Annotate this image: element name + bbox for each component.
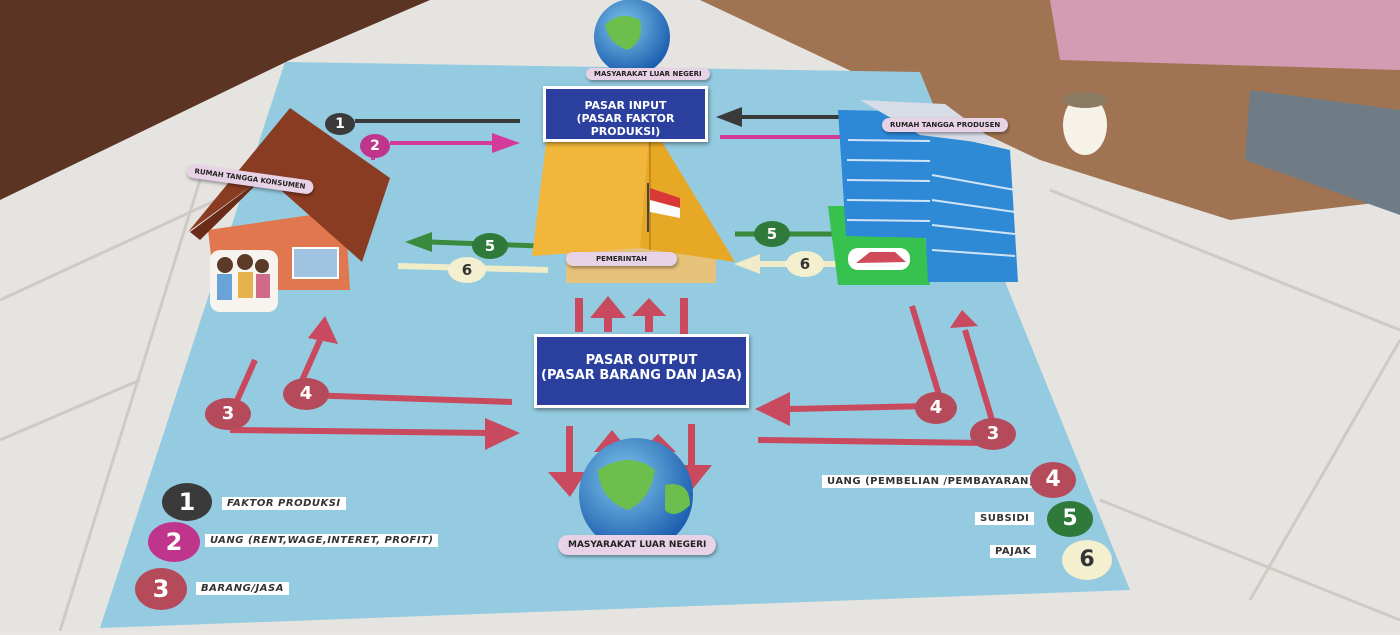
legend-circle-1: 1 [162,483,212,521]
flow-circle-2: 2 [360,134,390,158]
legend-text-3: BARANG/JASA [196,582,289,595]
flow-circle-5-right: 5 [754,221,790,247]
legend-circle-6: 6 [1062,540,1112,580]
masyarakat-luar-negeri-bottom-label: MASYARAKAT LUAR NEGERI [558,535,717,555]
flow-circle-6-left: 6 [448,257,486,283]
producer-buildings-model [828,100,1018,285]
pasar-input-title: PASAR INPUT [584,99,667,112]
flow-circle-6-right: 6 [786,251,824,277]
flow-circle-1: 1 [325,113,355,135]
legend-text-5: SUBSIDI [975,512,1035,525]
legend-text-2: UANG (RENT,WAGE,INTERET, PROFIT) [205,534,439,547]
arrows-up-to-pemerintah [575,296,688,334]
legend-text-6: PAJAK [990,545,1036,558]
pasar-output-subtitle: (PASAR BARANG DAN JASA) [541,368,742,383]
pasar-input-subtitle: (PASAR FAKTOR PRODUKSI) [576,112,675,138]
flow-circle-3-left: 3 [205,398,251,430]
grey-object [1245,90,1400,215]
pasar-output-title: PASAR OUTPUT [585,353,698,368]
legend-text-1: FAKTOR PRODUKSI [222,497,346,510]
flow-circle-3-right: 3 [970,418,1016,450]
pasar-input-label: PASAR INPUT (PASAR FAKTOR PRODUKSI) [543,86,708,142]
wooden-furniture-left [0,0,430,200]
flow-circle-5-left: 5 [472,233,508,259]
flow-circle-4-right: 4 [915,392,957,424]
legend-circle-5: 5 [1047,501,1093,537]
masyarakat-luar-negeri-top-label: MASYARAKAT LUAR NEGERI [586,68,710,80]
pasar-output-label: PASAR OUTPUT (PASAR BARANG DAN JASA) [534,334,749,408]
arrows-right-loop [755,305,998,446]
rumah-tangga-produsen-label: RUMAH TANGGA PRODUSEN [882,118,1009,132]
glue-jar [1063,95,1107,155]
arrows-left-loop [229,316,520,450]
flow-circle-4-left: 4 [283,378,329,410]
legend-text-4: UANG (PEMBELIAN /PEMBAYARAN) [822,475,1039,488]
pemerintah-label: PEMERINTAH [566,252,678,266]
government-building-model [532,120,735,283]
family-cutout [210,250,278,312]
legend-circle-3: 3 [135,568,187,610]
legend-circle-2: 2 [148,522,200,562]
legend-circle-4: 4 [1030,462,1076,498]
pink-cloth [1050,0,1400,70]
